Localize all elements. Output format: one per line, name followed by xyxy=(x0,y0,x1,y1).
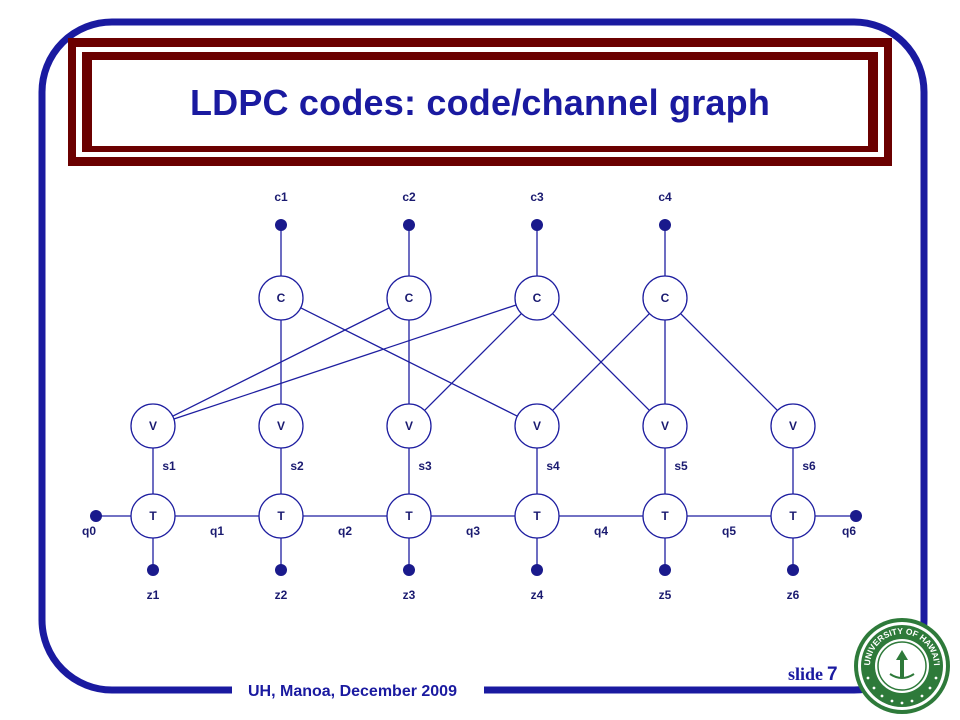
observation-dot xyxy=(403,564,415,576)
observation-label: z5 xyxy=(659,588,672,602)
symbol-label: s3 xyxy=(418,459,432,473)
check-output-label: c4 xyxy=(658,190,672,204)
state-label: q5 xyxy=(722,524,736,538)
check-output-dot xyxy=(531,219,543,231)
variable-node xyxy=(258,403,304,449)
observation-label: z1 xyxy=(147,588,160,602)
symbol-label: s4 xyxy=(546,459,560,473)
observation-dot xyxy=(275,564,287,576)
trellis-node-label: T xyxy=(149,509,157,523)
symbol-label: s6 xyxy=(802,459,816,473)
check-output-label: c1 xyxy=(274,190,288,204)
state-label: q2 xyxy=(338,524,352,538)
trellis-node-label: T xyxy=(533,509,541,523)
variable-node xyxy=(642,403,688,449)
observation-label: z6 xyxy=(787,588,800,602)
check-node-label: C xyxy=(405,291,414,305)
trellis-node xyxy=(130,493,176,539)
observation-dot xyxy=(531,564,543,576)
slide-word: slide xyxy=(788,664,824,684)
trellis-node-label: T xyxy=(661,509,669,523)
trellis-node xyxy=(258,493,304,539)
check-node xyxy=(642,275,688,321)
state-dot-right xyxy=(850,510,862,522)
variable-node-label: V xyxy=(789,419,797,433)
symbol-label: s5 xyxy=(674,459,688,473)
symbol-label: s2 xyxy=(290,459,304,473)
footer-text: UH, Manoa, December 2009 xyxy=(248,683,457,700)
check-node-label: C xyxy=(533,291,542,305)
state-label: q1 xyxy=(210,524,224,538)
check-output-label: c3 xyxy=(530,190,544,204)
variable-node xyxy=(770,403,816,449)
variable-node-label: V xyxy=(405,419,413,433)
title-panel: LDPC codes: code/channel graph xyxy=(92,60,868,146)
trellis-node-label: T xyxy=(405,509,413,523)
variable-node-label: V xyxy=(661,419,669,433)
check-node-label: C xyxy=(661,291,670,305)
trellis-node xyxy=(514,493,560,539)
graph-edge xyxy=(172,307,390,417)
state-label: q6 xyxy=(842,524,856,538)
check-node-label: C xyxy=(277,291,286,305)
check-output-dot xyxy=(659,219,671,231)
university-seal-logo: UNIVERSITY OF HAWAI'I xyxy=(854,618,950,714)
variable-node xyxy=(386,403,432,449)
check-node xyxy=(514,275,560,321)
trellis-node xyxy=(770,493,816,539)
symbol-label: s1 xyxy=(162,459,176,473)
variable-node xyxy=(130,403,176,449)
graph-edge xyxy=(173,304,517,420)
check-output-dot xyxy=(403,219,415,231)
variable-node xyxy=(514,403,560,449)
state-label: q0 xyxy=(82,524,96,538)
slide-title: LDPC codes: code/channel graph xyxy=(189,82,771,123)
observation-dot xyxy=(147,564,159,576)
slide-number: 7 xyxy=(827,664,838,685)
check-node xyxy=(258,275,304,321)
graph-edge xyxy=(680,313,778,411)
footer-gap xyxy=(232,682,484,696)
observation-dot xyxy=(659,564,671,576)
graph-edge xyxy=(424,313,522,411)
variable-node-label: V xyxy=(149,419,157,433)
observation-label: z3 xyxy=(403,588,416,602)
observation-label: z4 xyxy=(531,588,544,602)
observation-label: z2 xyxy=(275,588,288,602)
trellis-node-label: T xyxy=(277,509,285,523)
check-node xyxy=(386,275,432,321)
trellis-node xyxy=(642,493,688,539)
trellis-node xyxy=(386,493,432,539)
variable-node-label: V xyxy=(277,419,285,433)
state-dot-left xyxy=(90,510,102,522)
trellis-node-label: T xyxy=(789,509,797,523)
check-output-dot xyxy=(275,219,287,231)
check-output-label: c2 xyxy=(402,190,416,204)
graph-edge xyxy=(552,313,650,411)
variable-node-label: V xyxy=(533,419,541,433)
observation-dot xyxy=(787,564,799,576)
state-label: q3 xyxy=(466,524,480,538)
state-label: q4 xyxy=(594,524,608,538)
